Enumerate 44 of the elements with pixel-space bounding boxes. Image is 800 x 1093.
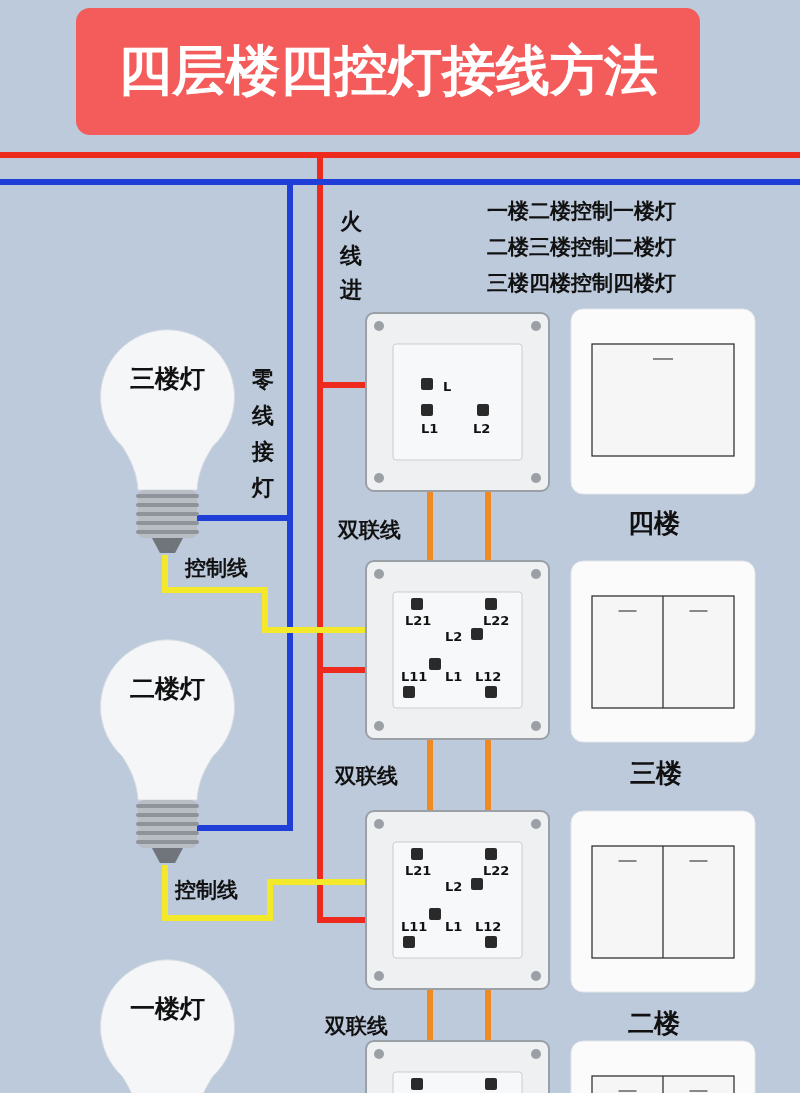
wire-label: 火线进 xyxy=(340,208,363,304)
wire-label: 双联线 xyxy=(338,520,401,541)
terminal-label: L21 xyxy=(405,614,432,627)
terminal-label: L12 xyxy=(475,920,502,933)
title-banner: 四层楼四控灯接线方法 xyxy=(76,8,700,135)
wire xyxy=(317,158,365,923)
bulb-label: 三楼灯 xyxy=(129,366,206,391)
wire-label: 控制线 xyxy=(175,880,238,901)
wire xyxy=(162,865,365,921)
floor-label: 二楼 xyxy=(628,1010,680,1036)
bulb-label: 一楼灯 xyxy=(129,996,206,1021)
terminal-label: L2 xyxy=(445,880,463,893)
wire xyxy=(162,555,365,633)
wire xyxy=(427,740,433,810)
terminal-label: L1 xyxy=(445,670,463,683)
wire xyxy=(427,492,433,560)
terminal-label: L2 xyxy=(473,422,491,435)
wire-label: 双联线 xyxy=(335,766,398,787)
floor-label: 三楼 xyxy=(630,760,682,786)
terminal-label: L22 xyxy=(483,864,510,877)
floor-label: 四楼 xyxy=(628,510,680,536)
rule-text: 三楼四楼控制四楼灯 xyxy=(487,273,676,294)
rule-text: 一楼二楼控制一楼灯 xyxy=(487,201,676,222)
wire-label: 零线接灯 xyxy=(252,366,275,502)
terminal-label: L xyxy=(443,380,452,393)
wire xyxy=(485,740,491,810)
terminal-label: L11 xyxy=(401,920,428,933)
rule-text: 二楼三楼控制二楼灯 xyxy=(487,237,676,258)
neutral-wire-bus xyxy=(0,179,800,185)
terminal-label: L1 xyxy=(421,422,439,435)
terminal-label: L1 xyxy=(445,920,463,933)
bulb-label: 二楼灯 xyxy=(129,676,206,701)
terminal-label: L22 xyxy=(483,614,510,627)
wire-label: 控制线 xyxy=(185,558,248,579)
terminal-label: L12 xyxy=(475,670,502,683)
wire xyxy=(485,492,491,560)
wire-label: 双联线 xyxy=(325,1016,388,1037)
wire xyxy=(427,990,433,1040)
wire xyxy=(197,185,293,831)
terminal-label: L11 xyxy=(401,670,428,683)
terminal-label: L21 xyxy=(405,864,432,877)
live-wire-bus xyxy=(0,152,800,158)
terminal-label: L2 xyxy=(445,630,463,643)
wire xyxy=(485,990,491,1040)
